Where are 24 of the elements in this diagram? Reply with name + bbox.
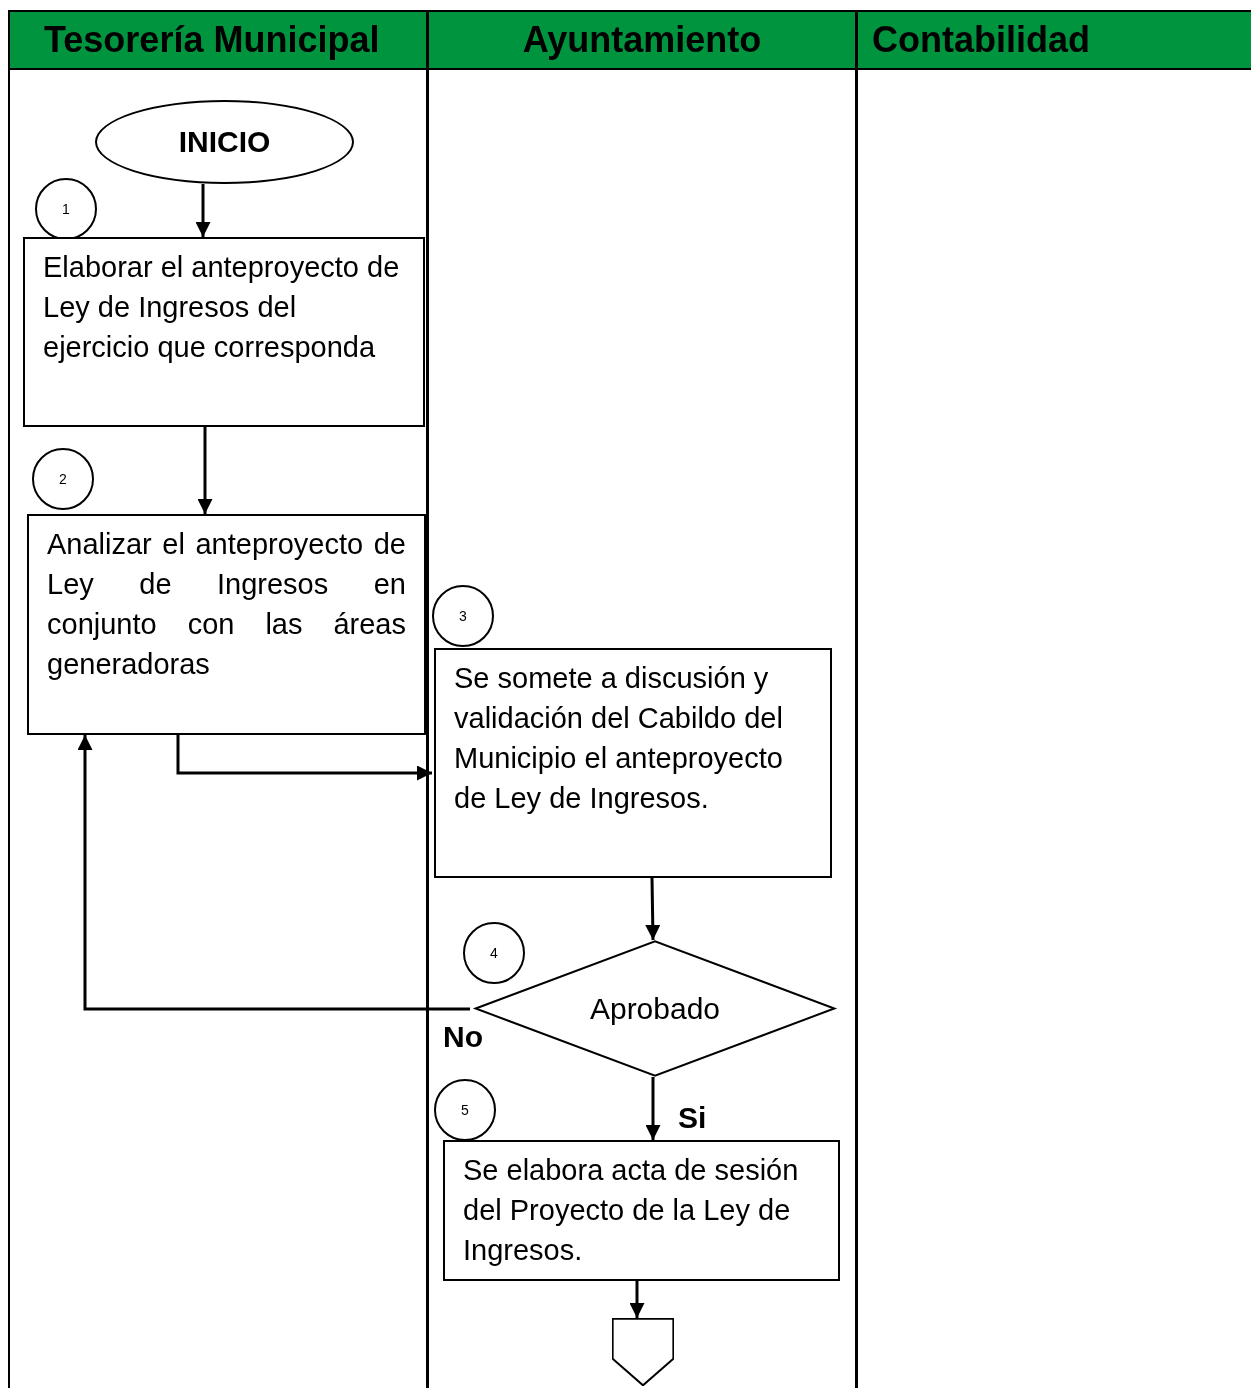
lane-header: Ayuntamiento (429, 10, 855, 70)
swimlane (427, 10, 856, 1388)
swimlane (856, 10, 1251, 1388)
start-ellipse: INICIO (95, 100, 354, 184)
swimlane (8, 10, 427, 1388)
arrow (197, 427, 213, 514)
step-number: 2 (32, 448, 94, 510)
arrow (195, 184, 211, 237)
process-box: Se somete a discusión y validación del Cabildo del Municipio el anteproyecto de Ley de Ingresos. (434, 648, 832, 878)
step-number: 3 (432, 585, 494, 647)
step-number: 5 (434, 1079, 496, 1141)
arrow (629, 1281, 645, 1318)
process-box: Analizar el anteproyecto de Ley de Ingresos en conjunto con las áreas generadoras (27, 514, 426, 735)
lane-header: Contabilidad (858, 10, 1251, 70)
arrow (176, 735, 432, 781)
process-box: Elaborar el anteproyecto de Ley de Ingresos del ejercicio que corresponda (23, 237, 425, 427)
arrow (645, 1077, 661, 1140)
step-number: 1 (35, 178, 97, 240)
step-number: 4 (463, 922, 525, 984)
process-box: Se elabora acta de sesión del Proyecto de la Ley de Ingresos. (443, 1140, 840, 1281)
arrow (645, 877, 661, 941)
arrow (77, 735, 470, 1011)
lane-header: Tesorería Municipal (10, 10, 426, 70)
off-page-connector (612, 1318, 674, 1386)
